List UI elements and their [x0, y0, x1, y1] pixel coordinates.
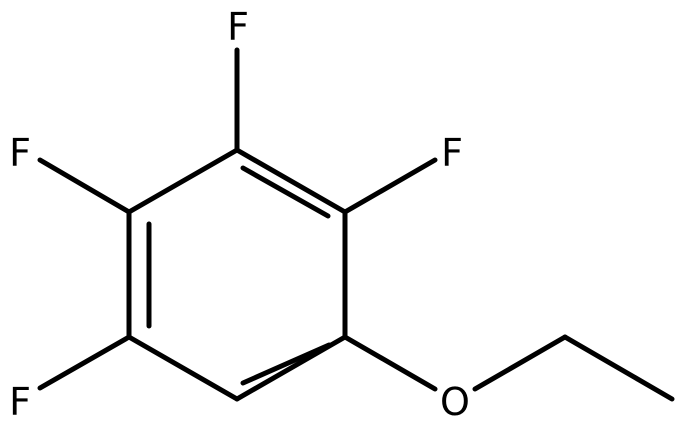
- bond-inner-c1-c2: [240, 165, 331, 219]
- bond-c6-c1: [126, 147, 240, 215]
- atom-label-f-top: F: [227, 5, 249, 49]
- atom-label-f-right: F: [441, 131, 463, 175]
- bond-c6-f-left: [37, 157, 132, 215]
- bond-ch2-ch3: [562, 334, 675, 402]
- bond-layer: [37, 47, 675, 402]
- bond-c1-c2: [234, 147, 348, 215]
- bond-c3-o: [342, 334, 438, 392]
- atom-label-f-bottom-left: F: [9, 380, 31, 424]
- atom-label-o-ether: O: [440, 380, 470, 424]
- bond-c2-f-right: [342, 157, 438, 215]
- bond-c4-c5: [126, 334, 240, 402]
- bond-o-ch2: [472, 334, 568, 392]
- bond-c5-f-bottom-left: [37, 334, 132, 391]
- atom-label-f-left: F: [9, 131, 31, 175]
- bond-inner-c3-c4: [240, 342, 332, 386]
